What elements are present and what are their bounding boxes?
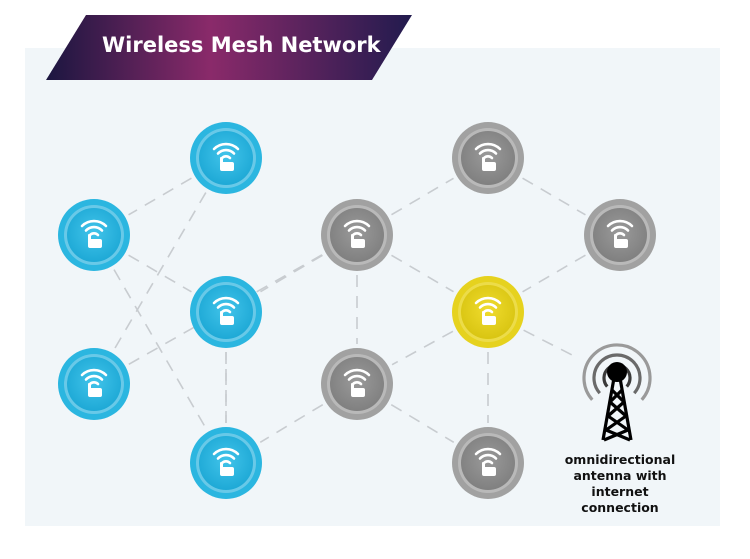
wifi-router-icon	[212, 142, 240, 171]
mesh-node-blue	[58, 199, 130, 271]
antenna-label: omnidirectional antenna with internet co…	[545, 452, 695, 516]
antenna-label-line-1: omnidirectional	[564, 452, 676, 467]
mesh-node-blue	[190, 427, 262, 499]
mesh-link-n1-n4	[113, 192, 207, 350]
diagram-title: Wireless Mesh Network	[102, 33, 381, 57]
wifi-router-icon	[212, 447, 240, 476]
mesh-link-n6-n10	[391, 254, 454, 293]
wifi-router-icon	[474, 142, 502, 171]
mesh-link-n6-n3	[260, 254, 323, 293]
mesh-node-gray	[584, 199, 656, 271]
mesh-node-yellow	[452, 276, 524, 348]
mesh-link-n2-n3	[128, 254, 192, 293]
mesh-nodes	[58, 122, 656, 499]
wifi-router-icon	[80, 219, 108, 248]
mesh-node-blue	[190, 122, 262, 194]
wifi-router-icon	[474, 296, 502, 325]
antenna-label-line-2: antenna with internet	[573, 468, 667, 499]
mesh-link-n8-n10	[522, 254, 586, 293]
antenna-label-line-3: connection	[581, 500, 659, 515]
title-banner	[46, 15, 412, 80]
mesh-link-n10-antenna	[523, 329, 579, 359]
radio-tower-icon	[582, 343, 652, 442]
mesh-link-n2-n5	[113, 269, 207, 429]
mesh-link-n9-n11	[390, 403, 455, 444]
diagram-panel	[25, 48, 720, 526]
wifi-router-icon	[80, 368, 108, 397]
wifi-router-icon	[343, 368, 371, 397]
mesh-node-gray	[452, 122, 524, 194]
wifi-router-icon	[212, 296, 240, 325]
mesh-link-n10-n9	[391, 330, 454, 366]
mesh-link-n1-n2	[128, 177, 192, 216]
wifi-router-icon	[343, 219, 371, 248]
mesh-node-blue	[190, 276, 262, 348]
mesh-link-n9-n5	[259, 403, 324, 444]
mesh-node-gray	[321, 199, 393, 271]
wifi-router-icon	[606, 219, 634, 248]
mesh-node-gray	[452, 427, 524, 499]
wifi-router-icon	[474, 447, 502, 476]
mesh-node-gray	[321, 348, 393, 420]
mesh-link-n7-n8	[522, 177, 586, 216]
mesh-node-blue	[58, 348, 130, 420]
mesh-link-n6-n7	[391, 177, 454, 216]
